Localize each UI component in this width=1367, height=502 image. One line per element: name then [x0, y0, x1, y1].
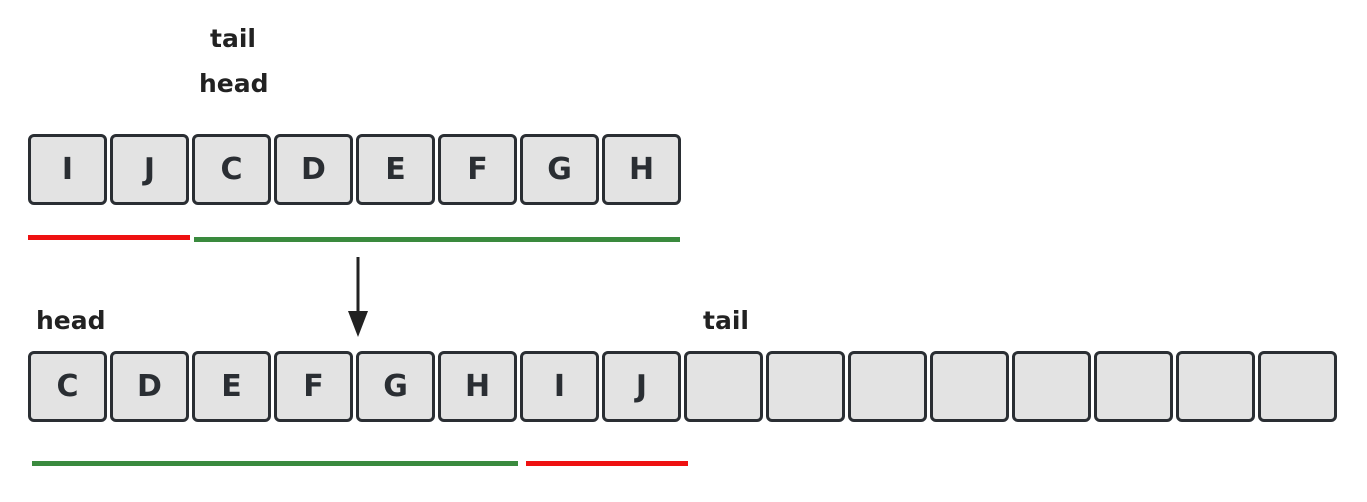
bottom-cell: I	[520, 351, 599, 422]
bottom-cell: F	[274, 351, 353, 422]
arrow-down-icon	[348, 257, 368, 337]
bottom-cell: E	[192, 351, 271, 422]
bottom-cell: D	[110, 351, 189, 422]
bottom-cell: C	[28, 351, 107, 422]
top-cell: C	[192, 134, 271, 205]
top-wrapped-segment-bar	[28, 235, 190, 240]
bottom-empty-cell	[1176, 351, 1255, 422]
bottom-cell: G	[356, 351, 435, 422]
bottom-tail-label: tail	[703, 306, 749, 335]
top-cell: G	[520, 134, 599, 205]
bottom-empty-cell	[684, 351, 763, 422]
bottom-wrapped-segment-bar	[526, 461, 688, 466]
bottom-empty-cell	[848, 351, 927, 422]
bottom-empty-cell	[1258, 351, 1337, 422]
top-cell: I	[28, 134, 107, 205]
top-contiguous-segment-bar	[194, 237, 680, 242]
bottom-empty-cell	[1094, 351, 1173, 422]
bottom-empty-cell	[1012, 351, 1091, 422]
bottom-head-label: head	[36, 306, 106, 335]
bottom-empty-cell	[930, 351, 1009, 422]
top-cell: H	[602, 134, 681, 205]
bottom-cell: J	[602, 351, 681, 422]
bottom-contiguous-segment-bar	[32, 461, 518, 466]
top-tail-label: tail	[210, 24, 256, 53]
top-head-label: head	[199, 69, 269, 98]
bottom-cell: H	[438, 351, 517, 422]
top-cell: D	[274, 134, 353, 205]
top-cell: E	[356, 134, 435, 205]
top-cell: J	[110, 134, 189, 205]
bottom-empty-cell	[766, 351, 845, 422]
top-cell: F	[438, 134, 517, 205]
